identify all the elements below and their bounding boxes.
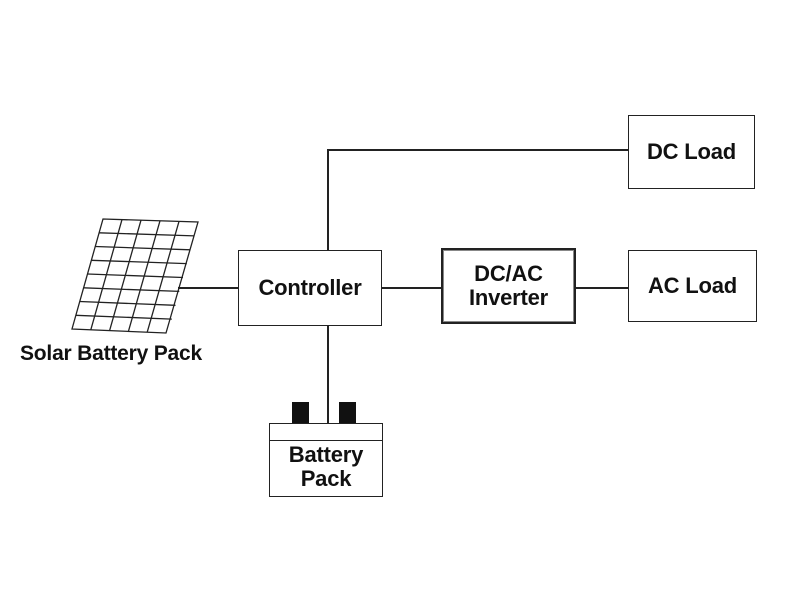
battery-label-line2: Pack [300, 466, 352, 491]
dc-load-box: DC Load [628, 115, 755, 189]
ac-load-label: AC Load [647, 273, 738, 298]
dc-load-label: DC Load [646, 139, 737, 164]
connector-controller-to-inverter [382, 287, 441, 289]
connector-controller-to-dc-load-horizontal [327, 149, 628, 151]
inverter-label-line1: DC/AC [474, 261, 543, 286]
battery-icon: Battery Pack [269, 423, 383, 497]
solar-panel-icon [71, 218, 199, 334]
connector-controller-to-battery [327, 326, 329, 423]
connector-solar-to-controller [178, 287, 238, 289]
controller-label: Controller [258, 275, 362, 300]
battery-terminal-left [292, 402, 309, 423]
inverter-box: DC/AC Inverter [441, 248, 576, 324]
battery-terminal-right [339, 402, 356, 423]
battery-label-line1: Battery [288, 442, 364, 467]
inverter-label-line2: Inverter [468, 285, 549, 310]
connector-controller-to-dc-load-vertical [327, 149, 329, 250]
solar-panel-label: Solar Battery Pack [20, 342, 202, 365]
controller-box: Controller [238, 250, 382, 326]
connector-inverter-to-ac-load [576, 287, 628, 289]
battery-cap-line [270, 440, 382, 441]
ac-load-box: AC Load [628, 250, 757, 322]
